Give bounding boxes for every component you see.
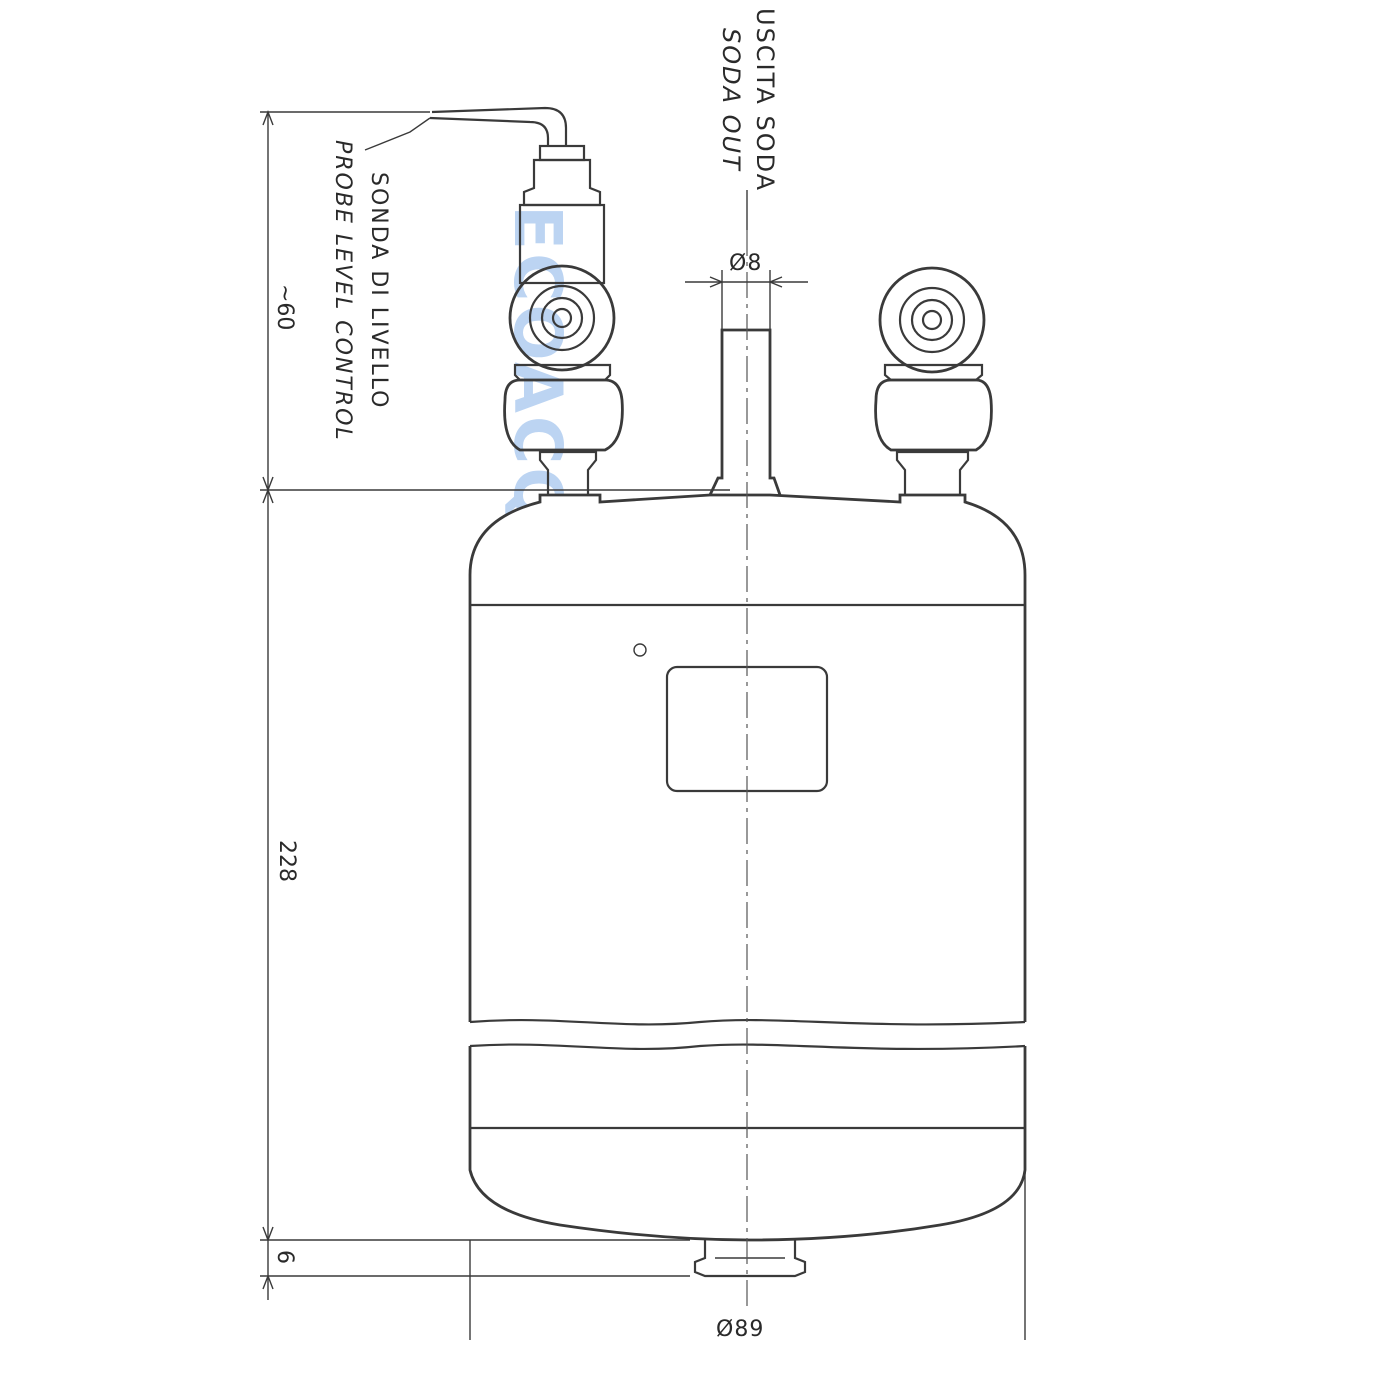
dim-body-height: 228 [274,840,299,882]
dim-body-diameter: Ø89 [716,1317,764,1342]
dim-probe-height: ~60 [272,284,297,330]
dimension-lines [262,110,808,1300]
bottom-nut [693,1240,807,1278]
probe-label-en: PROBE LEVEL CONTROL [330,140,355,442]
probe-fitting [364,106,624,495]
dim-base-height: 6 [272,1250,297,1264]
right-fitting [874,266,993,495]
outlet-label-it: USCITA SODA [751,8,779,192]
outlet-label-en: SODA OUT [717,28,745,172]
extension-lines [260,111,1026,1340]
probe-label-it: SONDA DI LIVELLO [366,172,391,410]
dim-outlet-diameter: Ø8 [729,251,762,276]
annotations: SONDA DI LIVELLO PROBE LEVEL CONTROL USC… [272,8,779,1342]
outlet-tube [708,328,782,496]
